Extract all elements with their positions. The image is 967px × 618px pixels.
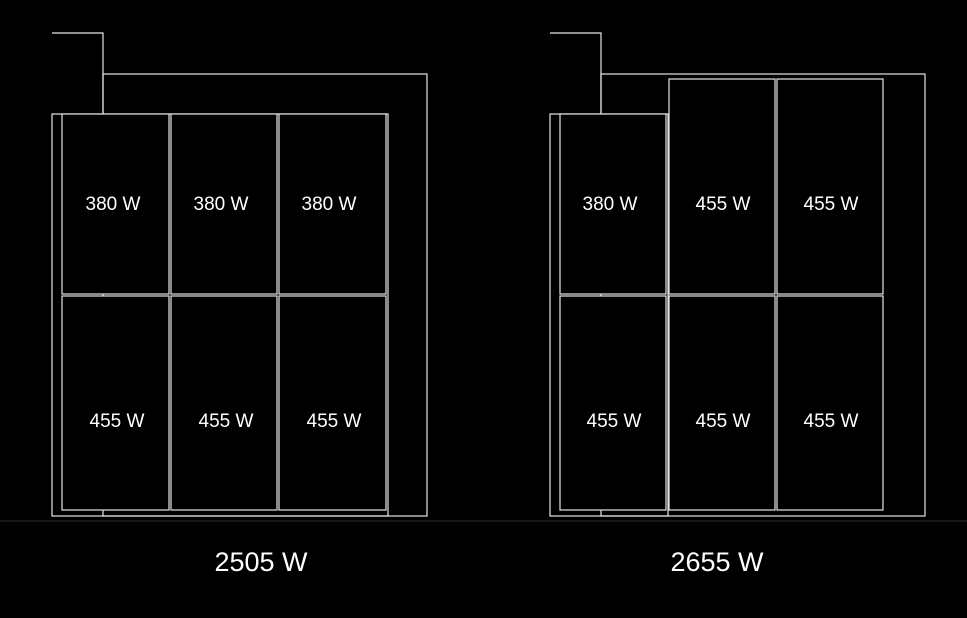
total-wattage: 2505 W [214,547,308,577]
panel-5: 455 W [170,295,278,511]
panel-label: 455 W [696,194,751,215]
panel-2: 455 W [668,78,776,295]
panel-4: 455 W [61,295,170,511]
roof-edge-line [52,32,104,114]
panel-6: 455 W [776,295,884,511]
layout-left: 380 W 380 W 380 W 455 W 455 W 455 W [51,32,428,577]
panel-6: 455 W [278,295,387,511]
panel-3: 380 W [278,113,387,295]
panel-label: 455 W [804,194,859,215]
panel-1: 380 W [559,113,667,295]
panel-label: 455 W [90,411,145,432]
panel-label: 380 W [583,194,638,215]
panel-label: 455 W [587,411,642,432]
panel-label: 380 W [86,194,141,215]
panel-3: 455 W [776,78,884,295]
panel-label: 380 W [302,194,357,215]
panel-label: 455 W [696,411,751,432]
panel-5: 455 W [668,295,776,511]
panel-label: 455 W [199,411,254,432]
layout-right: 380 W 455 W 455 W 455 W 455 W 455 W [549,32,926,577]
panel-label: 455 W [307,411,362,432]
panel-label: 380 W [194,194,249,215]
panel-label: 455 W [804,411,859,432]
roof-outline-back [600,73,926,517]
panel-1: 380 W [61,113,170,295]
panel-2: 380 W [170,113,278,295]
total-wattage: 2655 W [670,547,764,577]
panel-4: 455 W [559,295,667,511]
roof-edge-line [550,32,602,114]
